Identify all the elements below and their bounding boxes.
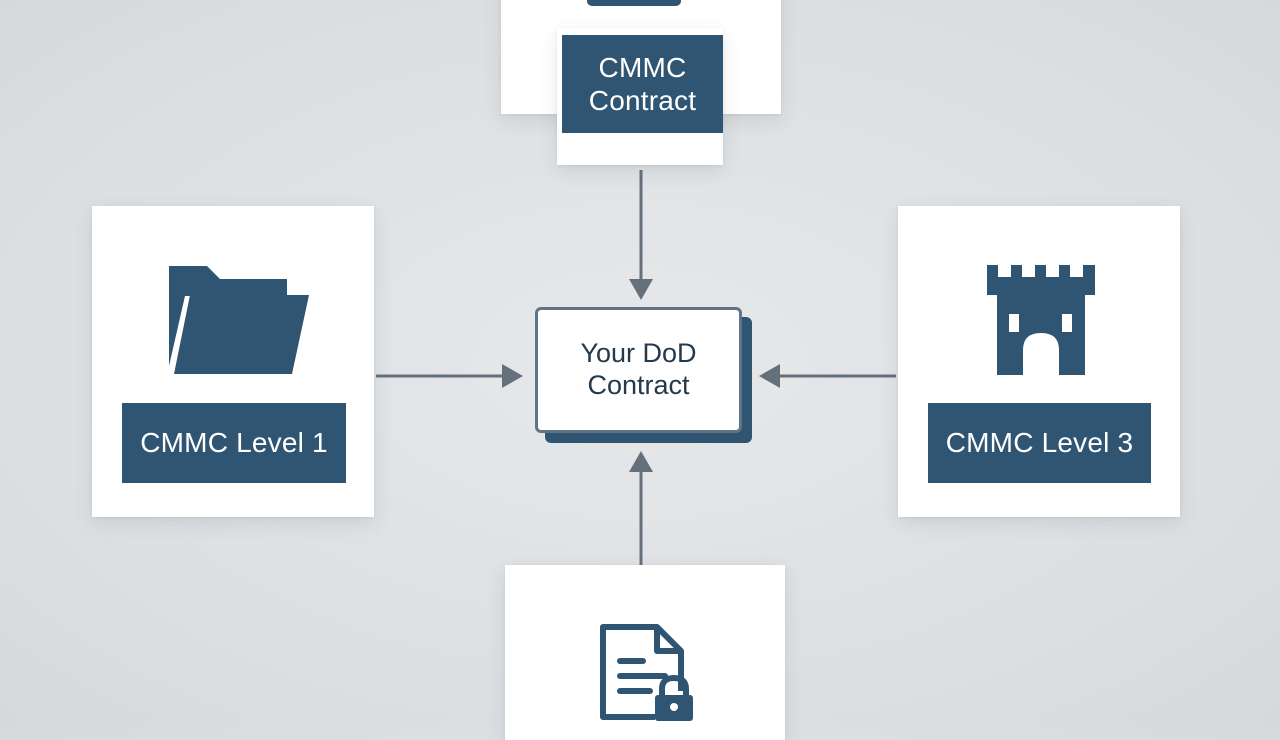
bottom-card <box>505 565 785 740</box>
arrow-top-head <box>629 279 653 300</box>
castle-tower-icon <box>987 265 1095 375</box>
top-card-label: CMMC Contract <box>562 35 723 133</box>
locked-document-icon <box>600 624 693 721</box>
document-outline <box>600 624 684 720</box>
right-card: CMMC Level 3 <box>898 206 1180 517</box>
left-level-label: CMMC Level 1 <box>122 403 346 483</box>
arrow-left-head <box>502 364 523 388</box>
right-level-label: CMMC Level 3 <box>928 403 1151 483</box>
center-node-line2: Contract <box>587 370 690 400</box>
folder-back <box>169 266 287 366</box>
folder-icon <box>169 266 309 374</box>
top-card-partial-icon <box>587 0 681 6</box>
lock-shackle <box>659 674 689 697</box>
document-fold <box>654 627 681 654</box>
lock-keyhole <box>670 703 678 711</box>
top-card-label-line2: Contract <box>588 85 697 116</box>
center-node: Your DoD Contract <box>535 307 742 433</box>
arrow-right-head <box>759 364 780 388</box>
folder-front <box>174 295 309 374</box>
top-card-label-line1: CMMC <box>598 51 687 83</box>
tower-shape <box>987 265 1095 375</box>
arrow-bottom-head <box>629 451 653 472</box>
left-card: CMMC Level 1 <box>92 206 374 517</box>
connector-arrows <box>376 170 896 565</box>
center-node-line1: Your DoD <box>580 338 697 369</box>
